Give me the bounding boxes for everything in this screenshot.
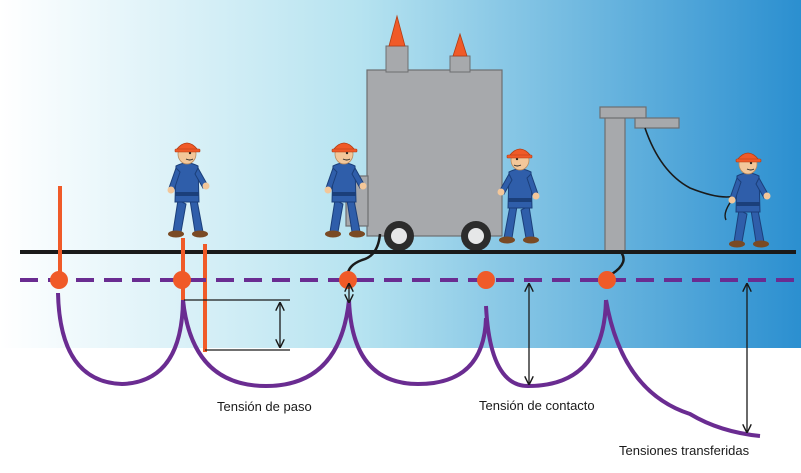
step-voltage-label: Tensión de paso (217, 399, 312, 414)
step-voltage-indicator (184, 299, 290, 351)
potential-curves (56, 292, 761, 438)
transferred-voltages-label: Tensiones transferidas (619, 443, 750, 458)
touch-voltage-label: Tensión de contacto (479, 398, 595, 413)
transformer-icon (345, 14, 503, 279)
switch-pole-icon (599, 106, 736, 276)
potential-nodes (50, 271, 616, 289)
